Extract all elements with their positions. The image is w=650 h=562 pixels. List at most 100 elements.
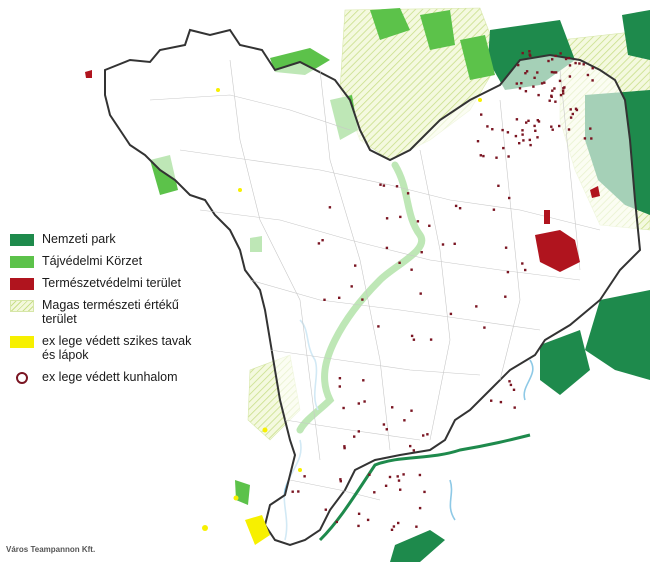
- kunhalom-marker: [550, 125, 553, 128]
- kunhalom-marker: [574, 61, 577, 65]
- kunhalom-marker: [554, 54, 557, 58]
- kunhalom-marker: [554, 71, 558, 74]
- kunhalom-marker: [569, 108, 572, 111]
- kunhalom-marker: [317, 242, 321, 245]
- kunhalom-marker: [578, 62, 581, 65]
- kunhalom-marker: [529, 143, 532, 147]
- kunhalom-marker: [513, 406, 516, 409]
- kunhalom-marker: [303, 475, 306, 478]
- kunhalom-marker: [492, 208, 496, 211]
- kunhalom-marker: [561, 89, 565, 93]
- kunhalom-marker: [571, 112, 574, 116]
- swatch-national-park: [10, 234, 34, 246]
- kunhalom-marker: [559, 52, 562, 55]
- kunhalom-marker: [568, 64, 572, 67]
- kunhalom-marker: [582, 63, 585, 66]
- kunhalom-marker: [323, 298, 326, 301]
- kunhalom-marker: [412, 449, 415, 452]
- kunhalom-marker: [567, 128, 571, 131]
- legend-label: Nemzeti park: [42, 232, 116, 246]
- kunhalom-marker: [563, 86, 566, 89]
- kunhalom-marker: [554, 100, 557, 103]
- kunhalom-marker: [418, 506, 422, 510]
- kunhalom-marker: [410, 334, 414, 338]
- kunhalom-marker: [524, 90, 528, 93]
- kunhalom-marker: [583, 137, 587, 140]
- kunhalom-marker: [552, 71, 556, 74]
- kunhalom-marker: [449, 312, 453, 316]
- kunhalom-marker: [428, 224, 431, 227]
- kunhalom-marker: [357, 430, 360, 433]
- credit-text: Város Teampannon Kft.: [6, 545, 96, 554]
- kunhalom-marker: [343, 445, 346, 448]
- kunhalom-marker: [410, 409, 413, 412]
- saline-lakes: [202, 88, 482, 545]
- legend-item-nature-conservation: Természetvédelmi terület: [10, 276, 200, 290]
- kunhalom-marker: [476, 140, 480, 143]
- kunhalom-marker: [382, 423, 386, 426]
- kunhalom-marker: [422, 434, 425, 437]
- kunhalom-marker: [491, 128, 494, 131]
- kunhalom-marker: [419, 292, 422, 295]
- kunhalom-marker: [564, 57, 568, 61]
- kunhalom-marker: [533, 76, 536, 79]
- kunhalom-marker: [501, 128, 504, 132]
- kunhalom-marker: [377, 325, 380, 328]
- kunhalom-marker: [518, 142, 521, 145]
- kunhalom-marker: [508, 380, 511, 383]
- kunhalom-marker: [551, 128, 554, 131]
- kunhalom-marker: [397, 521, 400, 525]
- kunhalom-marker: [297, 490, 300, 493]
- kunhalom-marker: [458, 207, 462, 210]
- kunhalom-marker: [527, 119, 530, 122]
- kunhalom-marker: [406, 192, 410, 195]
- kunhalom-marker: [416, 220, 420, 223]
- legend-label: Természetvédelmi terület: [42, 276, 181, 290]
- kunhalom-marker: [338, 377, 342, 380]
- kunhalom-marker: [562, 92, 565, 95]
- kunhalom-marker: [418, 473, 422, 477]
- kunhalom-marker: [409, 444, 412, 448]
- kunhalom-marker: [321, 239, 324, 242]
- kunhalom-marker: [354, 264, 357, 267]
- kunhalom-marker: [384, 484, 388, 487]
- kunhalom-marker: [525, 70, 529, 73]
- swatch-nature-conservation: [10, 278, 34, 290]
- kunhalom-marker: [528, 138, 531, 142]
- kunhalom-marker: [373, 491, 376, 494]
- kunhalom-marker: [357, 402, 360, 405]
- kunhalom-marker: [515, 118, 519, 121]
- kunhalom-marker: [533, 124, 536, 128]
- county-boundary: [104, 28, 642, 547]
- kunhalom-marker: [368, 473, 371, 476]
- kunhalom-marker: [504, 246, 508, 249]
- kunhalom-marker: [521, 262, 524, 265]
- kunhalom-marker: [412, 338, 416, 341]
- kunhalom-marker: [591, 79, 594, 82]
- kunhalom-marker: [410, 268, 413, 271]
- kunhalom-marker: [388, 475, 392, 479]
- kunhalom-marker: [586, 73, 590, 77]
- kunhalom-ring-icon: [16, 372, 28, 384]
- kunhalom-marker: [415, 525, 418, 528]
- kunhalom-marker: [517, 63, 520, 67]
- kunhalom-marker: [525, 121, 528, 124]
- kunhalom-marker: [497, 184, 500, 187]
- swatch-high-natural-value: [10, 300, 34, 312]
- kunhalom-marker: [361, 298, 364, 301]
- kunhalom-marker: [328, 206, 332, 209]
- kunhalom-marker: [540, 82, 544, 85]
- kunhalom-marker: [495, 156, 498, 159]
- kunhalom-marker: [543, 81, 546, 84]
- swatch-landscape-protection: [10, 256, 34, 268]
- kunhalom-marker: [379, 183, 382, 186]
- kunhalom-marker: [591, 67, 594, 70]
- kunhalom-marker: [343, 446, 346, 450]
- legend-label: Tájvédelmi Körzet: [42, 254, 143, 268]
- kunhalom-marker: [514, 134, 518, 138]
- kunhalom-marker: [441, 243, 445, 246]
- kunhalom-marker: [486, 125, 489, 128]
- legend-label: ex lege védett kunhalom: [42, 370, 178, 384]
- kunhalom-marker: [482, 154, 485, 158]
